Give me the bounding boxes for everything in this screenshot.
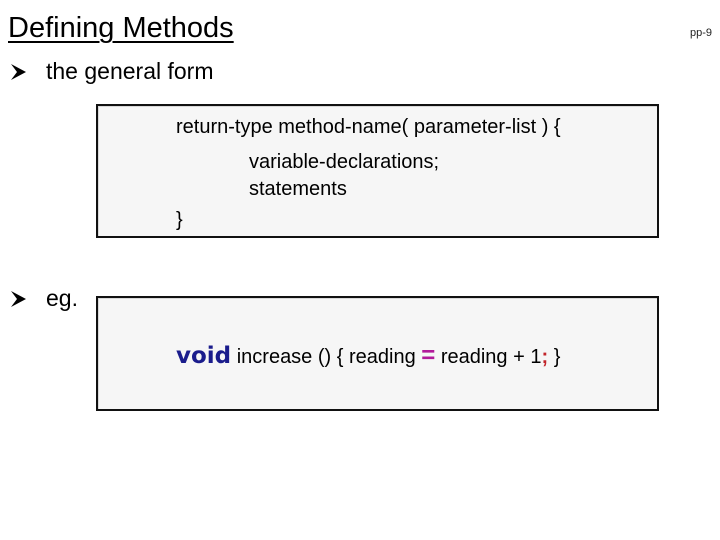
bullet-general-form: the general form	[8, 58, 213, 85]
semicolon: ;	[541, 346, 549, 368]
code-segment: }	[548, 346, 561, 368]
page-number: pp-9	[689, 27, 712, 39]
statements: statements	[249, 178, 347, 200]
method-signature: return-type method-name( parameter-list …	[176, 116, 561, 138]
example-code-line: void increase () { reading = reading + 1…	[176, 342, 560, 370]
general-form-box: return-type method-name( parameter-list …	[96, 104, 659, 238]
slide-title: Defining Methods	[8, 12, 234, 44]
code-segment: increase () { reading	[231, 346, 422, 368]
arrow-bullet-icon	[8, 289, 28, 309]
bullet-text: the general form	[46, 58, 214, 84]
closing-brace: }	[176, 209, 183, 231]
equals-operator: =	[421, 342, 436, 369]
example-box: void increase () { reading = reading + 1…	[96, 296, 659, 411]
code-segment: reading + 1	[435, 346, 542, 368]
keyword-void: void	[176, 343, 232, 369]
variable-declarations: variable-declarations;	[249, 151, 440, 173]
bullet-text: eg.	[46, 285, 78, 311]
arrow-bullet-icon	[8, 62, 28, 82]
bullet-example: eg.	[8, 285, 78, 312]
